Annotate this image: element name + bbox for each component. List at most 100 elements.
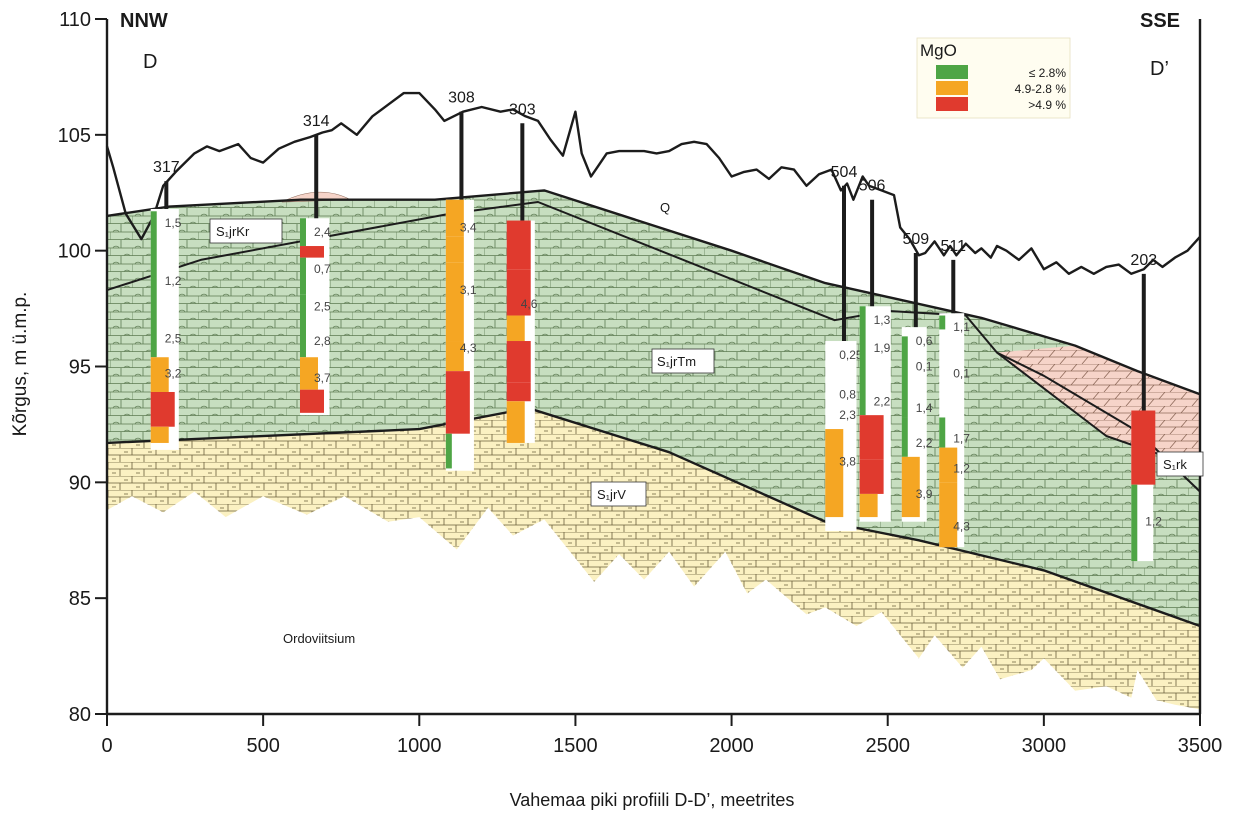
legend-title: MgO — [920, 41, 957, 60]
mgo-value: 0,1 — [953, 366, 970, 380]
well-label: 308 — [448, 90, 475, 107]
x-tick-label: 0 — [101, 735, 112, 757]
mgo-value: 0,7 — [314, 262, 331, 276]
borehole-509: 0,6 0,1 1,4 2,2 3,9 509 — [901, 231, 933, 522]
mgo-value: 1,4 — [916, 401, 933, 415]
mgo-interval — [939, 315, 946, 330]
mgo-interval — [299, 218, 306, 247]
mgo-interval — [445, 262, 464, 342]
x-axis-title: Vahemaa piki profiili D-D’, meetrites — [510, 790, 795, 810]
mgo-value: 1,2 — [165, 274, 182, 288]
well-label: 504 — [831, 164, 858, 181]
mgo-value: 3,7 — [314, 371, 331, 385]
ground-surface — [105, 91, 1201, 275]
mgo-interval — [506, 401, 525, 443]
mgo-interval — [299, 357, 318, 390]
mgo-value: 3,8 — [839, 454, 856, 468]
legend: MgO ≤ 2.8% 4.9-2.8 % >4.9 % — [916, 37, 1071, 119]
profile-end-right: D’ — [1150, 58, 1169, 80]
boreholes: 1,51,22,53,23172,40,72,52,83,73143,43,14… — [150, 90, 1162, 562]
mgo-interval — [901, 417, 908, 457]
mgo-interval — [445, 341, 464, 372]
mgo-value: 0,6 — [916, 334, 933, 348]
svg-text:S₁jrTm: S₁jrTm — [657, 354, 696, 369]
y-tick-label: 85 — [69, 588, 91, 610]
mgo-value: 4,3 — [953, 519, 970, 533]
boundary-top-bedrock — [106, 189, 1201, 396]
mgo-value: 2,3 — [839, 408, 856, 422]
legend-swatch-low — [936, 65, 968, 79]
x-tick-label: 1000 — [397, 735, 442, 757]
mgo-value: 2,5 — [165, 332, 182, 346]
x-tick-label: 3000 — [1022, 735, 1067, 757]
well-label: 511 — [941, 238, 967, 255]
mgo-value: 3,4 — [460, 221, 477, 235]
mgo-interval — [859, 306, 866, 416]
svg-text:S₁rk: S₁rk — [1163, 457, 1187, 472]
well-label: 509 — [902, 231, 929, 248]
well-label: 506 — [859, 178, 886, 195]
mgo-value: 4,3 — [460, 341, 477, 355]
well-label: 317 — [153, 159, 180, 176]
y-tick-label: 90 — [69, 472, 91, 494]
svg-text:S₁jrKr: S₁jrKr — [216, 224, 250, 239]
mgo-value: 4,6 — [521, 297, 538, 311]
y-axis-title: Kõrgus, m ü.m.p. — [10, 292, 31, 437]
geology-layers — [107, 190, 1200, 710]
mgo-value: 3,2 — [165, 366, 182, 380]
mgo-value: 2,4 — [314, 225, 331, 239]
legend-label-mid: 4.9-2.8 % — [1015, 82, 1067, 96]
mgo-value: 2,2 — [874, 394, 891, 408]
direction-left: NNW — [120, 10, 168, 32]
borehole-308: 3,4 3,1 4,3 308 — [445, 90, 477, 471]
y-tick-label: 80 — [69, 704, 91, 726]
legend-label-low: ≤ 2.8% — [1029, 66, 1067, 80]
mgo-value: 0,1 — [916, 360, 933, 374]
y-tick-label: 110 — [59, 9, 91, 31]
mgo-interval — [150, 357, 169, 392]
mgo-interval — [1131, 484, 1138, 562]
mgo-interval — [939, 482, 958, 548]
x-tick-label: 2000 — [709, 735, 754, 757]
well-label: 314 — [303, 113, 330, 130]
mgo-interval — [299, 294, 306, 358]
mgo-interval — [859, 459, 884, 494]
mgo-value: 3,9 — [916, 487, 933, 501]
y-tick-label: 100 — [58, 241, 91, 263]
mgo-interval — [299, 246, 324, 258]
profile-end-left: D — [143, 51, 157, 73]
well-label: 303 — [509, 101, 536, 118]
mgo-interval — [506, 220, 531, 270]
legend-swatch-high — [936, 97, 968, 111]
mgo-value: 1,1 — [953, 320, 970, 334]
mgo-value: 2,2 — [916, 436, 933, 450]
mgo-value: 1,5 — [165, 216, 182, 230]
mgo-interval — [445, 433, 452, 469]
mgo-interval — [1131, 410, 1156, 485]
direction-right: SSE — [1140, 10, 1180, 32]
unit-label-ordovician: Ordoviitsium — [283, 631, 355, 646]
borehole-511: 1,1 0,1 1,7 1,2 4,3 511 — [939, 238, 970, 548]
legend-label-high: >4.9 % — [1028, 98, 1066, 112]
layer-jrV — [107, 408, 1200, 710]
mgo-value: 1,7 — [953, 431, 970, 445]
x-tick-label: 1500 — [553, 735, 598, 757]
y-tick-label: 105 — [58, 125, 91, 147]
borehole-303: 4,6 303 — [506, 101, 538, 443]
mgo-interval — [506, 269, 531, 316]
mgo-value: 1,2 — [953, 461, 970, 475]
svg-text:S₁jrV: S₁jrV — [597, 487, 626, 502]
mgo-interval — [445, 199, 464, 237]
mgo-interval — [506, 315, 525, 342]
mgo-value: 3,1 — [460, 283, 477, 297]
x-tick-label: 2500 — [865, 735, 910, 757]
mgo-interval — [939, 447, 958, 483]
unit-label-jrV: S₁jrV — [590, 481, 647, 507]
mgo-interval — [445, 371, 470, 434]
mgo-interval — [506, 341, 531, 383]
mgo-interval — [859, 415, 884, 460]
